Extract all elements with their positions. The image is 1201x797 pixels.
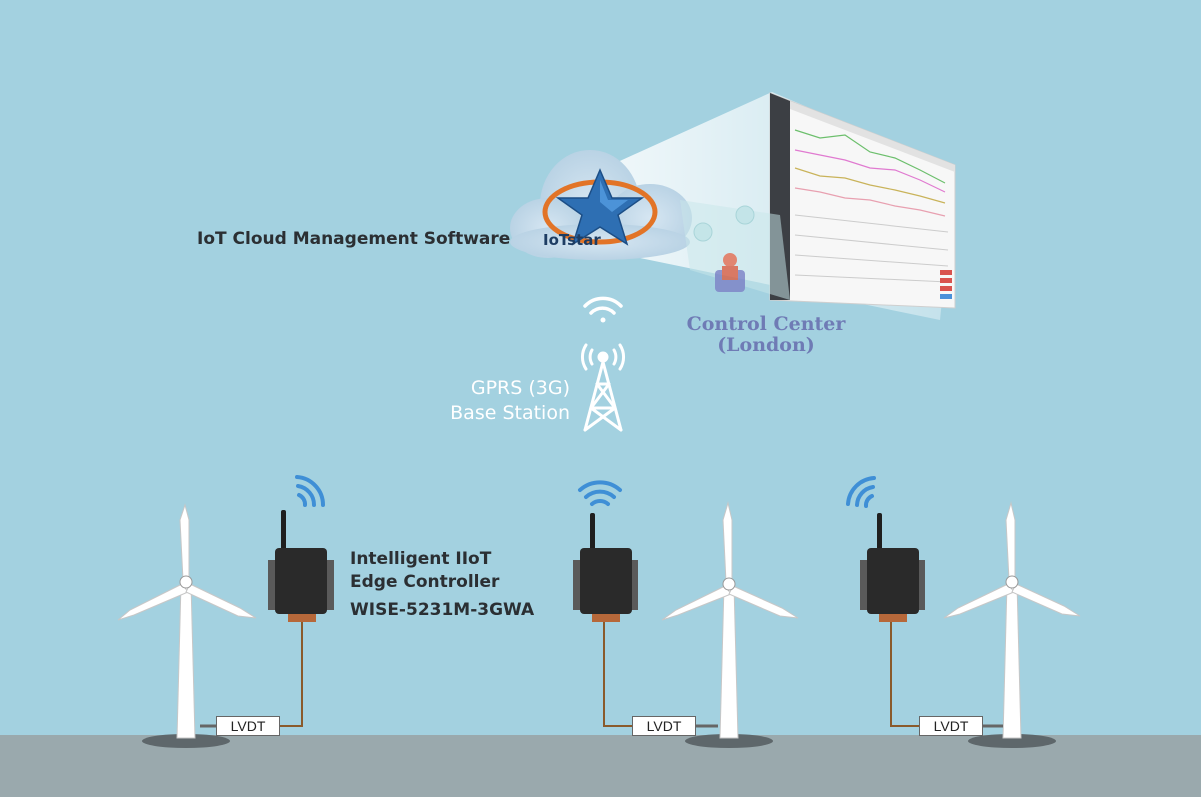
edge-controller-model: WISE-5231M-3GWA xyxy=(350,600,535,620)
star-logo-icon xyxy=(542,168,658,246)
controller-icon xyxy=(573,513,638,622)
wind-turbine-icon xyxy=(943,501,1081,748)
wifi-icon xyxy=(846,476,876,508)
control-center-location: (London) xyxy=(717,334,815,356)
controller-icon xyxy=(268,510,334,622)
base-station-label-line1: GPRS (3G) xyxy=(470,377,570,399)
edge-controller-label-line1: Intelligent IIoT xyxy=(350,549,492,569)
wifi-icon xyxy=(295,475,326,507)
wifi-icon xyxy=(578,480,622,506)
control-center-label: Control Center xyxy=(686,313,846,335)
tower-icon xyxy=(581,343,625,432)
iotstar-logo-text: IoTstar xyxy=(543,231,601,249)
lvdt-sensor-box: LVDT xyxy=(632,716,696,736)
lvdt-sensor-box: LVDT xyxy=(216,716,280,736)
control-room xyxy=(680,200,790,300)
wifi-icon xyxy=(583,296,623,323)
cloud-software-title: IoT Cloud Management Software xyxy=(197,229,511,249)
base-station-label-line2: Base Station xyxy=(450,402,570,424)
wind-turbine-icon xyxy=(661,501,799,748)
sensor-cable xyxy=(280,620,919,727)
lvdt-sensor-box: LVDT xyxy=(919,716,983,736)
dashboard-screen xyxy=(769,92,956,309)
edge-controller-label-line2: Edge Controller xyxy=(350,572,500,592)
controller-icon xyxy=(860,513,925,622)
wind-turbine-icon xyxy=(117,503,257,748)
